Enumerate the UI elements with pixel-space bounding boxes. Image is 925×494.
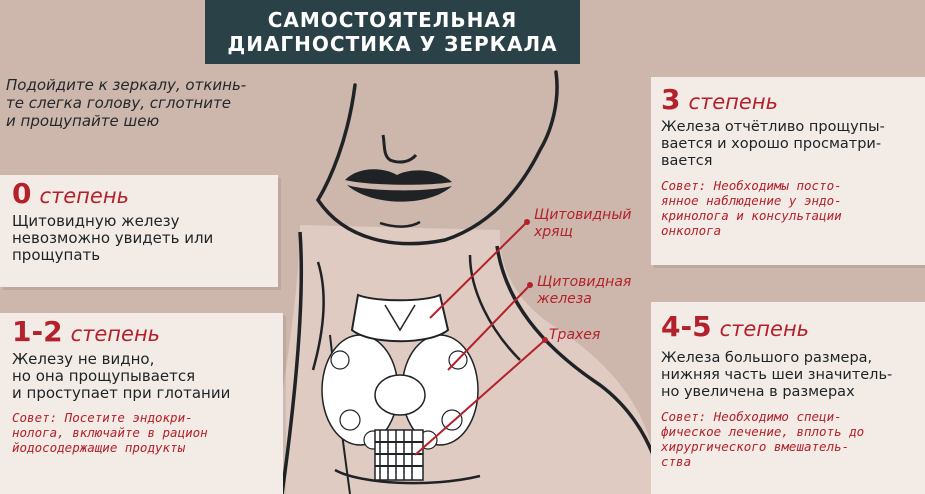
label-thyroid-gland: Щитовидная железа	[537, 274, 647, 308]
chin-crease	[379, 220, 421, 228]
label-line: Щитовидная	[537, 274, 632, 290]
stage-degree-label: степень	[719, 317, 810, 341]
tip-line: кринолога и консультации	[661, 208, 842, 223]
desc-line: и проступает при глотании	[12, 384, 231, 402]
tip-line: онколога	[661, 223, 722, 238]
tip-line: Совет: Посетите эндокри-	[12, 410, 193, 425]
stage-degree-label: степень	[39, 184, 129, 208]
title-banner: САМОСТОЯТЕЛЬНАЯ ДИАГНОСТИКА У ЗЕРКАЛА	[205, 0, 580, 64]
desc-line: нижняя часть шеи значитель-	[661, 367, 893, 383]
stage-advice: Совет: Необходимы посто- янное наблюдени…	[661, 178, 915, 238]
tip-line: Совет: Необходимо специ-	[661, 409, 842, 424]
intro-line: Подойдите к зеркалу, откинь-	[6, 76, 247, 94]
pointer-dot-gland	[527, 282, 533, 288]
label-thyroid-cartilage: Щитовидный хрящ	[534, 207, 644, 241]
stage-description: Железа отчётливо прощупы- вается и хорош…	[661, 119, 915, 170]
intro-text: Подойдите к зеркалу, откинь- те слегка г…	[6, 76, 296, 130]
upper-lip	[345, 169, 452, 185]
tip-line: хирургического вмешатель-	[661, 439, 850, 454]
neck-line-left	[311, 261, 325, 371]
stage-description: Железа большого размера, нижняя часть ше…	[661, 350, 915, 401]
stage-advice: Совет: Посетите эндокри- нолога, включай…	[12, 410, 271, 455]
label-line: хрящ	[534, 224, 573, 240]
label-line: Щитовидный	[534, 207, 632, 223]
stage-header: 1-2 степень	[12, 317, 271, 347]
desc-line: но увеличена в размерах	[661, 384, 855, 400]
cartilage-notch	[384, 304, 416, 332]
desc-line: вается	[661, 153, 713, 169]
pointer-dot-trachea	[542, 337, 548, 343]
thyroid-gland	[321, 334, 479, 450]
pointer-cartilage	[429, 221, 528, 319]
desc-line: но она прощупывается	[12, 367, 196, 385]
desc-line: Щитовидную железу	[12, 212, 180, 230]
pointer-gland	[447, 284, 531, 371]
stage-3-card: 3 степень Железа отчётливо прощупы- вает…	[651, 77, 925, 265]
tip-line: нолога, включайте в рацион	[12, 425, 208, 440]
pointer-dot-cartilage	[524, 219, 530, 225]
label-line: железа	[537, 291, 592, 307]
trachea	[374, 429, 424, 481]
stage-description: Железу не видно, но она прощупывается и …	[12, 351, 271, 402]
nose	[381, 134, 418, 164]
desc-line: Железу не видно,	[12, 350, 155, 368]
pointer-trachea	[414, 339, 546, 456]
tip-line: янное наблюдение у эндо-	[661, 193, 842, 208]
desc-line: Железа большого размера,	[661, 350, 873, 366]
stage-header: 3 степень	[661, 85, 915, 115]
stage-advice: Совет: Необходимо специ- фическое лечени…	[661, 409, 915, 469]
neck-bottom-line	[334, 468, 481, 485]
tip-line: фическое лечение, вплоть до	[661, 424, 865, 439]
desc-line: Железа отчётливо прощупы-	[661, 119, 885, 135]
desc-line: невозможно увидеть или	[12, 229, 214, 247]
stage-header: 4-5 степень	[661, 312, 915, 342]
tip-line: ства	[661, 454, 692, 469]
intro-line: и прощупайте шею	[6, 112, 160, 130]
stage-number: 4-5	[661, 310, 712, 343]
stage-number: 0	[12, 177, 32, 210]
tip-line: Совет: Необходимы посто-	[661, 178, 842, 193]
jaw-left	[280, 231, 304, 494]
title-line-1: САМОСТОЯТЕЛЬНАЯ	[267, 8, 518, 32]
stage-description: Щитовидную железу невозможно увидеть или…	[12, 213, 266, 264]
stage-degree-label: степень	[688, 90, 778, 114]
neck-line-mid	[468, 254, 521, 361]
stage-1-2-card: 1-2 степень Железу не видно, но она прощ…	[0, 313, 283, 494]
desc-line: вается и хорошо просматри-	[661, 136, 882, 152]
desc-line: прощупать	[12, 246, 101, 264]
stage-degree-label: степень	[70, 322, 161, 346]
face-outline	[315, 70, 559, 246]
stage-4-5-card: 4-5 степень Железа большого размера, ниж…	[651, 302, 925, 494]
stage-number: 3	[661, 83, 681, 116]
title-line-2: ДИАГНОСТИКА У ЗЕРКАЛА	[227, 32, 558, 56]
stage-number: 1-2	[12, 315, 63, 348]
lower-lip	[347, 185, 452, 202]
intro-line: те слегка голову, сглотните	[6, 94, 231, 112]
stage-header: 0 степень	[12, 179, 266, 209]
thyroid-cartilage	[350, 293, 450, 343]
stage-0-card: 0 степень Щитовидную железу невозможно у…	[0, 175, 278, 287]
label-trachea: Трахея	[549, 327, 601, 343]
tip-line: йодосодержащие продукты	[12, 440, 186, 455]
